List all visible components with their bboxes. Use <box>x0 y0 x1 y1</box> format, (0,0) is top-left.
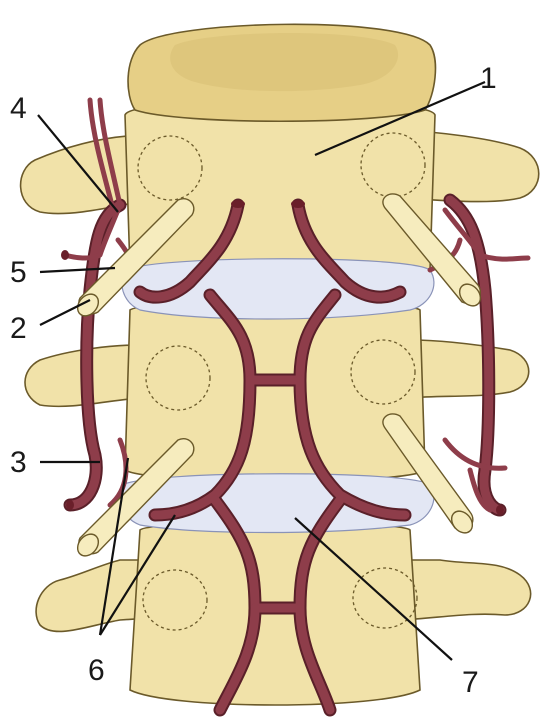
label-2: 2 <box>10 312 27 345</box>
label-4: 4 <box>10 92 27 125</box>
label-6: 6 <box>88 654 105 687</box>
label-1: 1 <box>480 62 497 95</box>
leader-5 <box>40 268 115 272</box>
label-5: 5 <box>10 256 27 289</box>
label-3: 3 <box>10 446 27 479</box>
label-7: 7 <box>462 666 479 699</box>
